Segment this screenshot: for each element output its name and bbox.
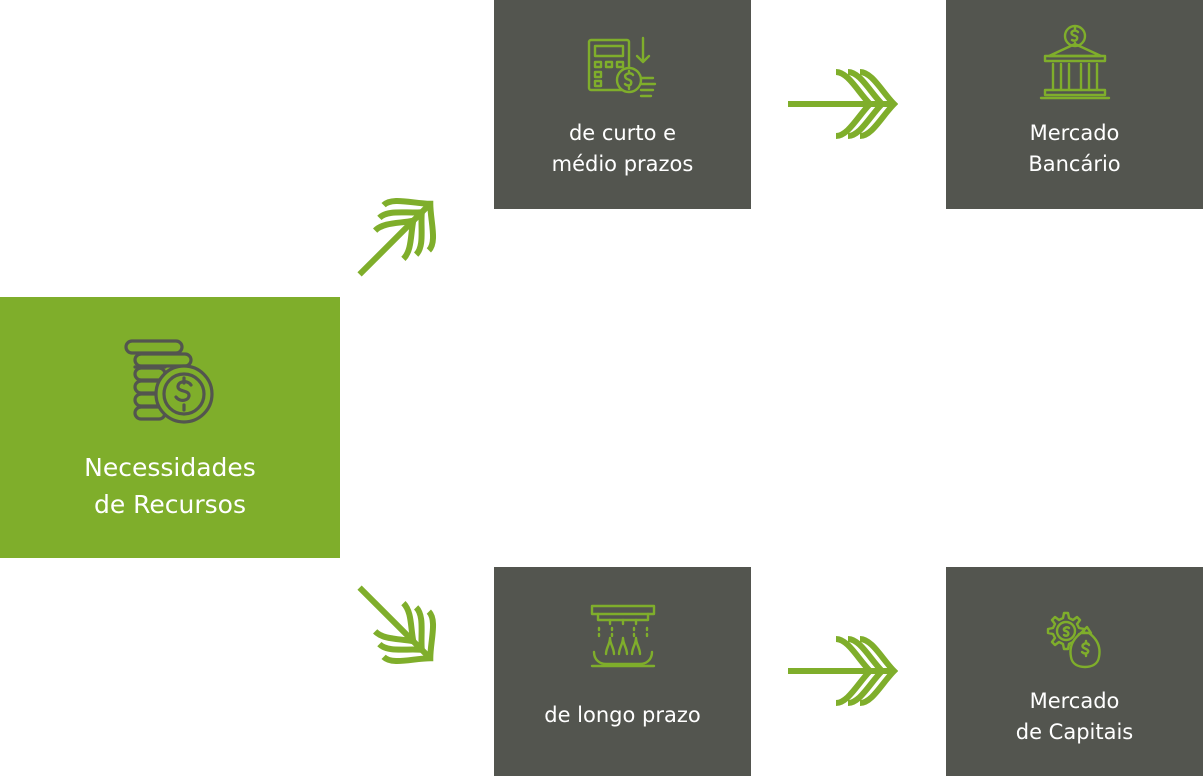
source-node: Necessidades de Recursos (0, 297, 340, 558)
gear-money-bag-icon (1046, 611, 1101, 669)
banking-market-node: Mercado Bancário (946, 0, 1203, 209)
arrow-to-long-term (357, 585, 437, 665)
capital-market-node: Mercado de Capitais (946, 567, 1203, 776)
source-label: Necessidades de Recursos (84, 453, 256, 519)
arrow-to-capital-market (788, 636, 898, 706)
arrow-to-banking-market (788, 69, 898, 139)
long-term-node: de longo prazo (494, 567, 751, 776)
bank-building-icon (1039, 24, 1110, 100)
coins-dollar-icon (124, 339, 214, 424)
arrow-to-short-term (357, 197, 437, 277)
banking-market-label: Mercado Bancário (1028, 121, 1121, 176)
short-term-node: de curto e médio prazos (494, 0, 751, 209)
hydroponic-growth-icon (590, 604, 655, 668)
calculator-coin-icon (587, 36, 656, 98)
short-term-label: de curto e médio prazos (551, 121, 694, 176)
long-term-label: de longo prazo (544, 703, 701, 727)
capital-market-label: Mercado de Capitais (1015, 689, 1134, 744)
